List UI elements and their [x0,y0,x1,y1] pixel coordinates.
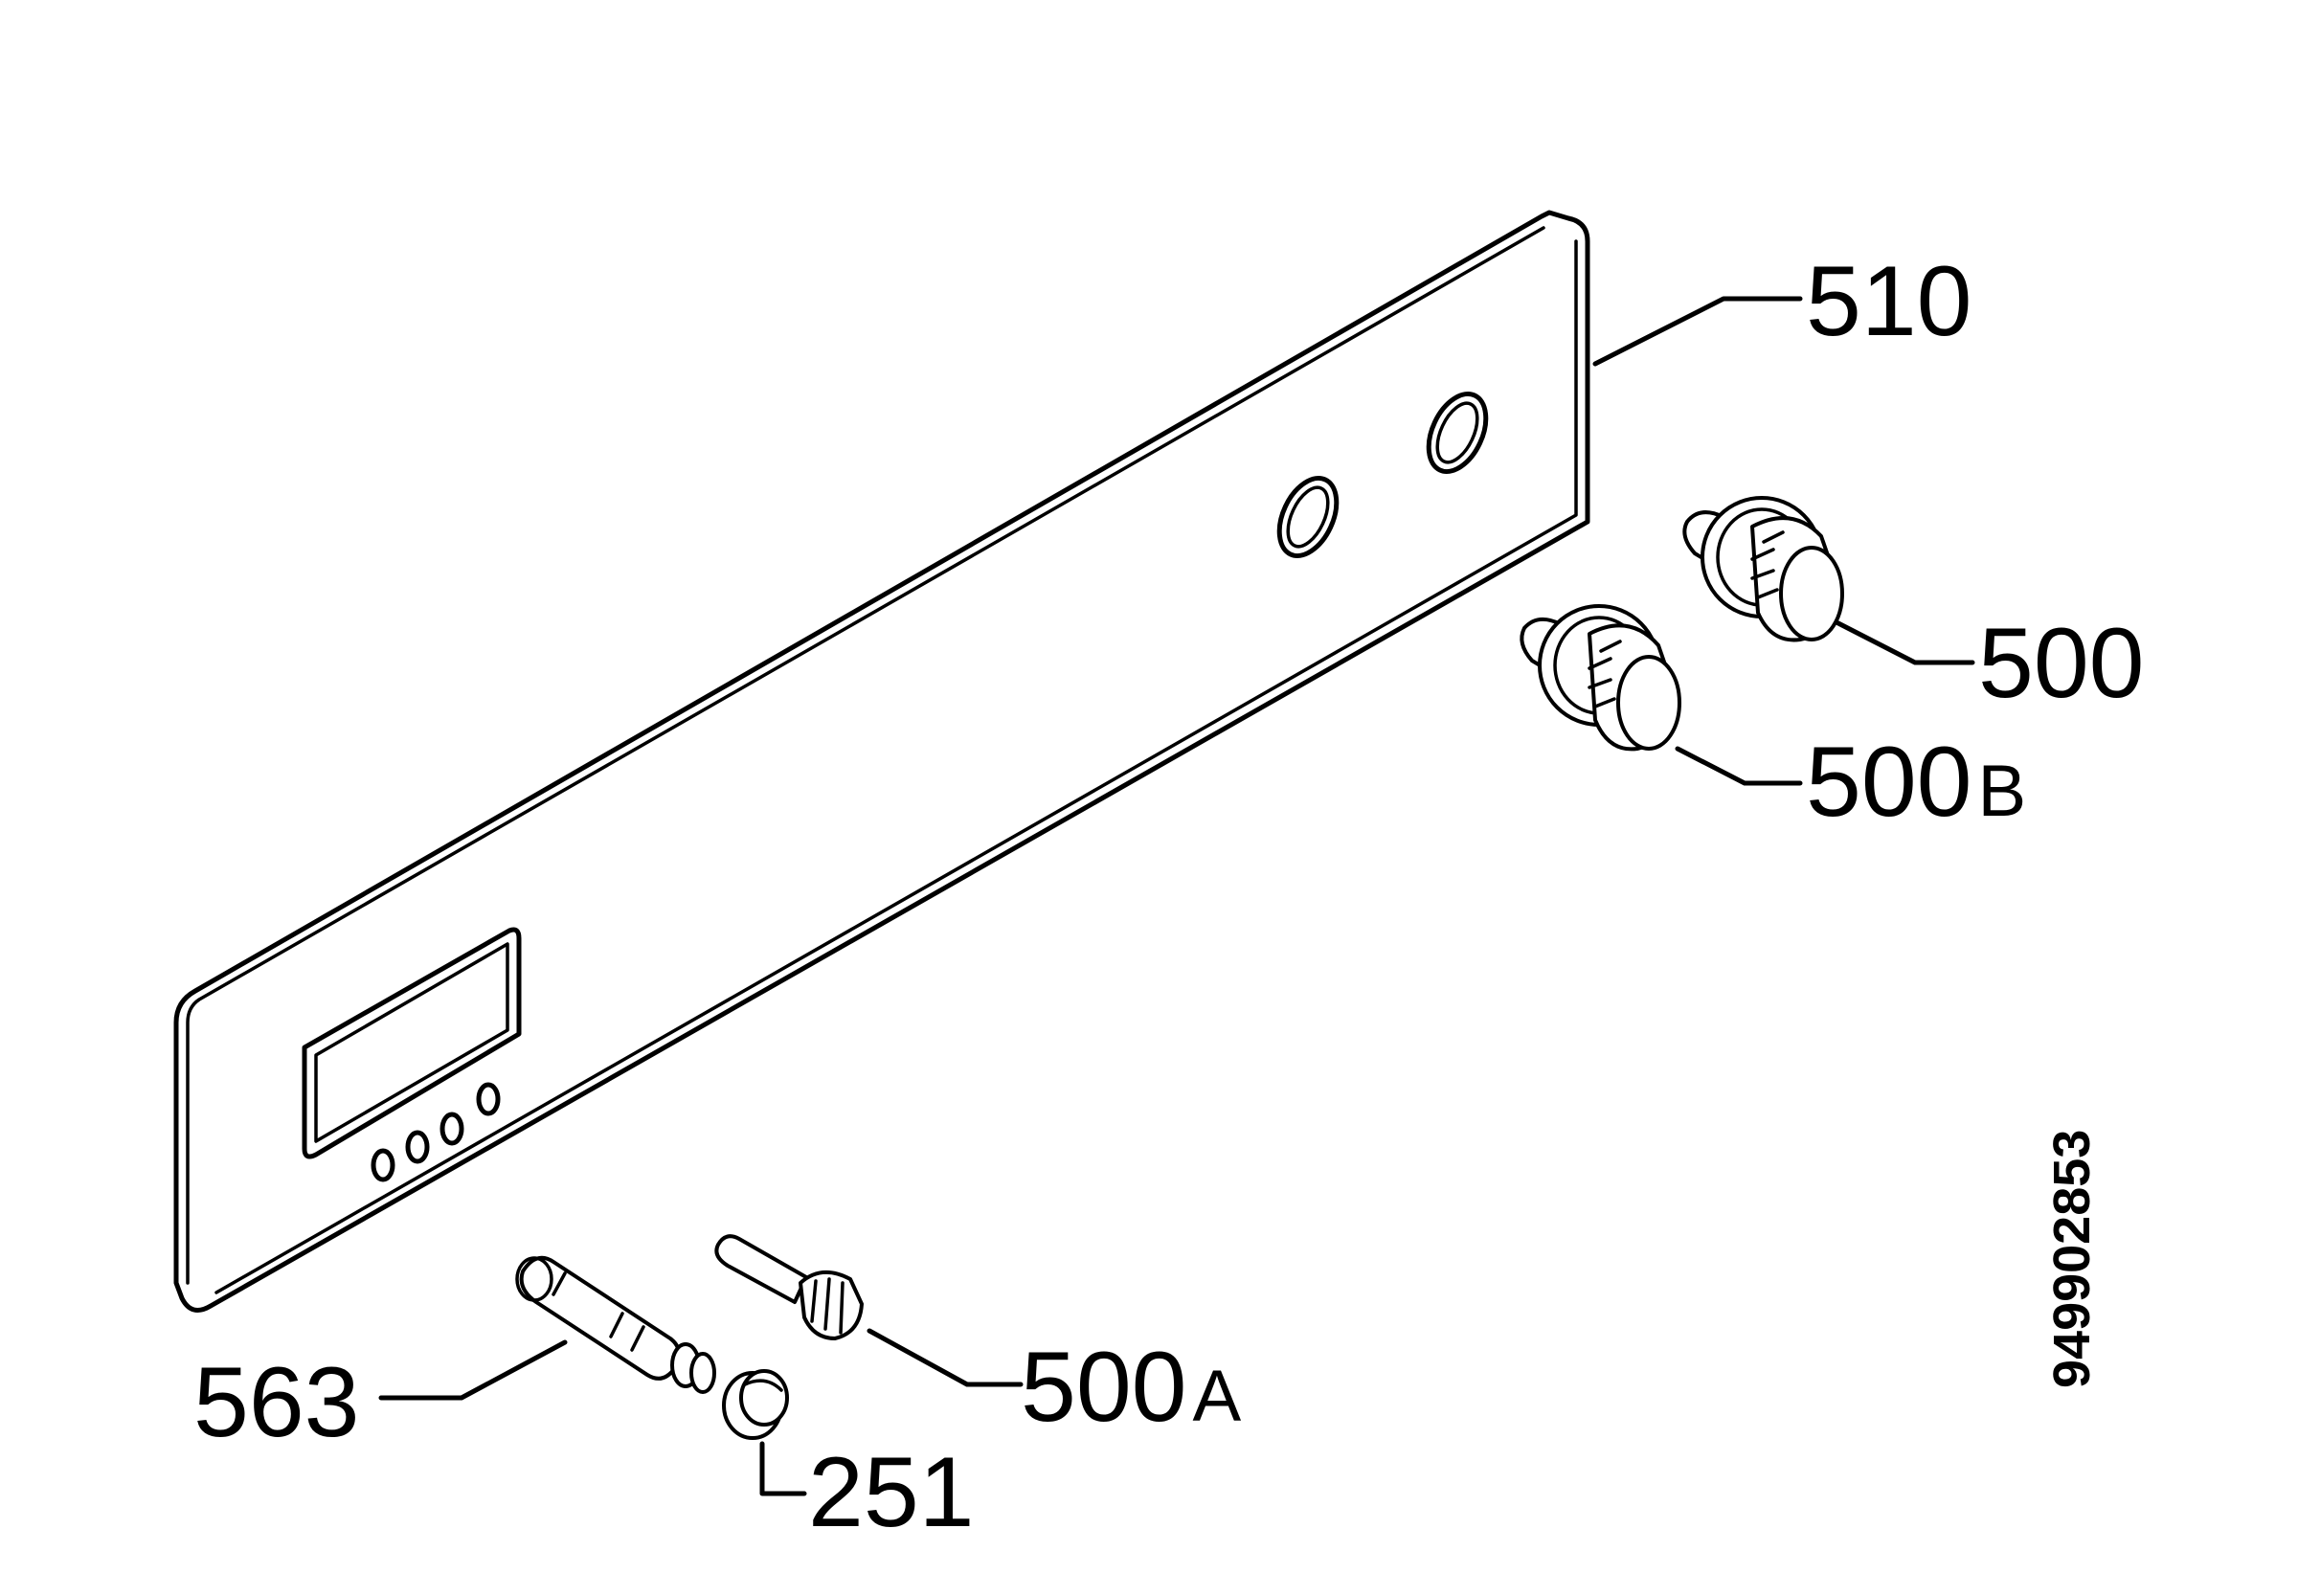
leader-500a [867,1328,1024,1387]
leader-251 [759,1441,807,1496]
drawing-number: 949902853 [2043,1130,2101,1388]
knob-hole-left [1276,476,1340,558]
knob-500b [1520,604,1681,752]
label-500: 500 [1978,608,2145,719]
label-563: 563 [193,1347,360,1458]
knob-hole-right [1426,392,1489,474]
label-510: 510 [1806,246,1972,357]
leader-563 [378,1339,568,1401]
knob-500 [1682,496,1844,642]
indicator-buttons [371,1082,501,1182]
leader-500 [1834,619,1975,665]
leader-510 [1592,296,1803,367]
label-500a: 500A [1021,1332,1242,1443]
shaft-500a [714,1234,864,1340]
button-251 [722,1369,789,1440]
leader-lines [378,296,1975,1496]
leader-500b [1675,746,1803,786]
label-251: 251 [808,1437,975,1548]
display-window [302,927,522,1159]
shaft-563 [515,1255,716,1394]
control-panel-510 [173,210,1590,1313]
label-500b: 500B [1806,727,2026,838]
